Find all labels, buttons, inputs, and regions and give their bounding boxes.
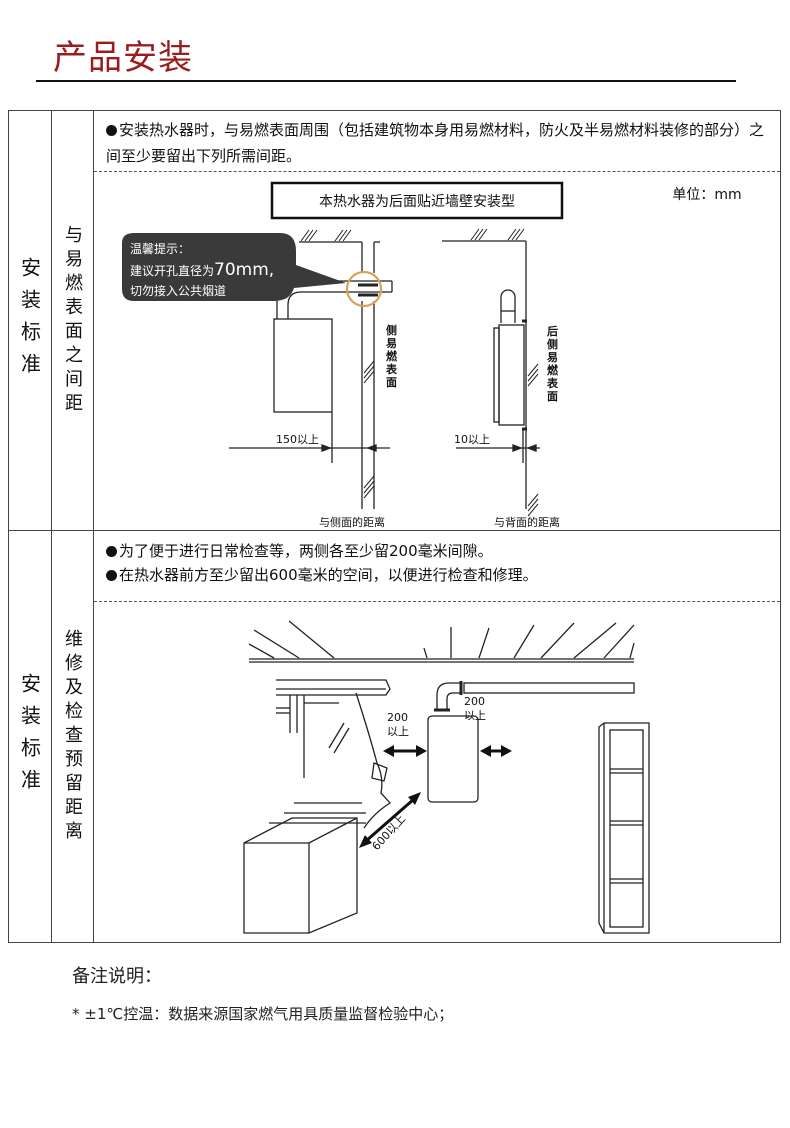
install-type-label: 本热水器为后面贴近墙壁安装型 bbox=[319, 194, 515, 210]
unit-label: 单位：mm bbox=[672, 187, 741, 203]
dashed-divider bbox=[94, 171, 780, 172]
bullet-icon bbox=[106, 125, 117, 136]
rear-distance-value: 10以上 bbox=[454, 433, 490, 446]
note-paragraph: 安装热水器时，与易燃表面周围（包括建筑物本身用易燃材料，防火及半易燃材料装修的部… bbox=[106, 117, 770, 169]
tip-line2: 切勿接入公共烟道 bbox=[130, 283, 226, 298]
category-label: 安装标准 bbox=[17, 672, 42, 801]
tip-line1: 建议开孔直径为70mm, bbox=[130, 260, 274, 280]
front-cabinet bbox=[243, 817, 358, 934]
flammable-clearance-diagram: 本热水器为后面贴近墙壁安装型 单位：mm bbox=[122, 181, 742, 529]
svg-text:易: 易 bbox=[386, 337, 397, 350]
subcategory-cell: 与易燃表面之间距 bbox=[51, 111, 94, 530]
remarks-title: 备注说明： bbox=[72, 966, 162, 987]
flue-pipe bbox=[434, 681, 635, 712]
subcategory-label: 与易燃表面之间距 bbox=[62, 224, 83, 417]
left-clearance-suffix: 以上 bbox=[387, 725, 409, 738]
note-item: 在热水器前方至少留出600毫米的空间，以便进行检查和修理。 bbox=[106, 563, 770, 587]
dashed-divider bbox=[94, 601, 780, 602]
install-type-box bbox=[270, 181, 564, 220]
clearance-arrows bbox=[359, 745, 512, 848]
svg-text:燃: 燃 bbox=[546, 363, 559, 377]
title-divider bbox=[36, 80, 736, 82]
side-distance-caption: 与侧面的距离 bbox=[319, 515, 385, 529]
tip-heading: 温馨提示： bbox=[130, 241, 190, 256]
side-distance-value: 150以上 bbox=[276, 433, 319, 446]
note-text: 在热水器前方至少留出600毫米的空间，以便进行检查和修理。 bbox=[119, 566, 538, 584]
category-cell: 安装标准 bbox=[9, 111, 52, 530]
row-flammable-clearance: 安装标准 与易燃表面之间距 安装热水器时，与易燃表面周围（包括建筑物本身用易燃材… bbox=[9, 111, 780, 531]
hatch-marks bbox=[300, 229, 352, 242]
content-cell: 安装热水器时，与易燃表面周围（包括建筑物本身用易燃材料，防火及半易燃材料装修的部… bbox=[94, 111, 780, 530]
tip-line1-prefix: 建议开孔直径为 bbox=[130, 264, 214, 278]
subcategory-cell: 维修及检查预留距离 bbox=[51, 531, 94, 942]
tip-bubble: 温馨提示： 建议开孔直径为70mm, 切勿接入公共烟道 bbox=[122, 233, 346, 301]
page-title: 产品安装 bbox=[53, 38, 193, 78]
svg-text:表: 表 bbox=[546, 376, 559, 390]
right-clearance-suffix: 以上 bbox=[464, 709, 486, 722]
row-maintenance-clearance: 安装标准 维修及检查预留距离 为了便于进行日常检查等，两侧各至少留200毫米间隙… bbox=[9, 531, 780, 942]
category-cell: 安装标准 bbox=[9, 531, 52, 942]
svg-text:易: 易 bbox=[547, 351, 558, 364]
maintenance-clearance-diagram: 200 以上 200 以上 600以上 bbox=[243, 620, 650, 934]
remarks-item: * ±1℃控温：数据来源国家燃气用具质量监督检验中心； bbox=[72, 1005, 454, 1023]
bullet-icon bbox=[106, 546, 117, 557]
right-clearance-value: 200 bbox=[464, 695, 485, 708]
svg-text:燃: 燃 bbox=[385, 349, 398, 363]
note-text: 安装热水器时，与易燃表面周围（包括建筑物本身用易燃材料，防火及半易燃材料装修的部… bbox=[106, 121, 765, 165]
svg-text:侧: 侧 bbox=[386, 323, 397, 337]
rear-distance-figure bbox=[442, 228, 540, 517]
note-item: 为了便于进行日常检查等，两侧各至少留200毫米间隙。 bbox=[106, 539, 770, 563]
content-cell: 为了便于进行日常检查等，两侧各至少留200毫米间隙。 在热水器前方至少留出600… bbox=[94, 531, 780, 942]
bullet-icon bbox=[106, 570, 117, 581]
vent-hole-highlight bbox=[345, 270, 383, 308]
svg-text:面: 面 bbox=[547, 390, 558, 403]
tip-line1-value: 70mm, bbox=[214, 260, 274, 280]
svg-text:侧: 侧 bbox=[547, 337, 558, 351]
svg-text:后: 后 bbox=[547, 324, 558, 338]
ceiling-beams bbox=[248, 620, 635, 663]
svg-text:表: 表 bbox=[385, 362, 398, 376]
shelf-unit bbox=[598, 722, 650, 934]
rear-distance-caption: 与背面的距离 bbox=[494, 515, 560, 529]
window-with-curtain bbox=[269, 679, 392, 829]
water-heater bbox=[427, 715, 479, 803]
installation-standards-table: 安装标准 与易燃表面之间距 安装热水器时，与易燃表面周围（包括建筑物本身用易燃材… bbox=[8, 110, 781, 943]
note-list: 为了便于进行日常检查等，两侧各至少留200毫米间隙。 在热水器前方至少留出600… bbox=[106, 539, 770, 587]
left-clearance-value: 200 bbox=[387, 711, 408, 724]
subcategory-label: 维修及检查预留距离 bbox=[62, 628, 83, 845]
note-text: 为了便于进行日常检查等，两侧各至少留200毫米间隙。 bbox=[119, 542, 493, 560]
svg-text:面: 面 bbox=[386, 376, 397, 389]
category-label: 安装标准 bbox=[17, 256, 42, 385]
